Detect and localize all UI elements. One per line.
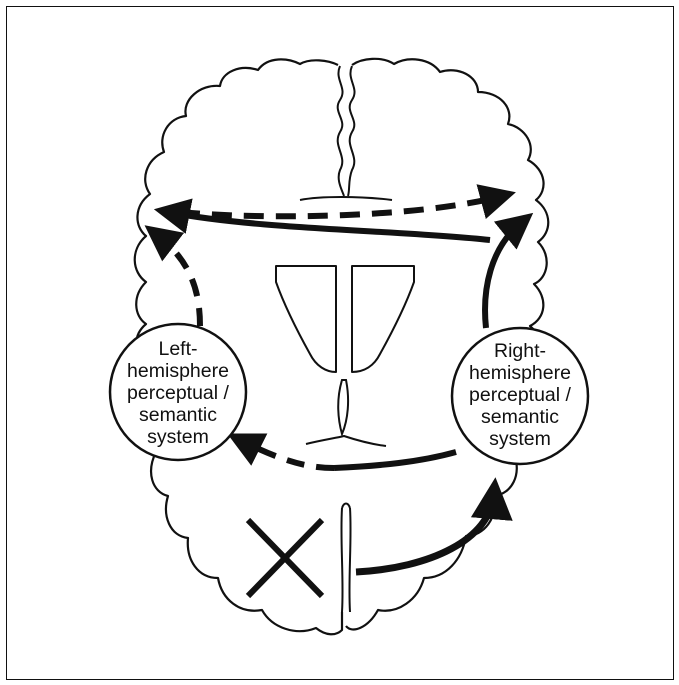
right-system-label-line-3: perceptual / bbox=[469, 384, 571, 406]
left-system-node: Left- hemisphere perceptual / semantic s… bbox=[110, 324, 246, 460]
longitudinal-fissure-bottom bbox=[341, 504, 350, 613]
left-vertical-dashed-arrow bbox=[156, 234, 200, 326]
bottom-solid-arrow bbox=[356, 494, 494, 572]
right-system-label-line-4: semantic bbox=[481, 406, 559, 428]
left-system-label-line-5: system bbox=[147, 426, 209, 448]
left-ventricle bbox=[276, 266, 336, 372]
left-system-label-line-1: Left- bbox=[158, 338, 197, 360]
posterior-commissure bbox=[306, 436, 386, 446]
left-system-label-line-4: semantic bbox=[139, 404, 217, 426]
right-system-label-line-1: Right- bbox=[494, 340, 546, 362]
middle-solid-segment bbox=[334, 452, 456, 468]
right-system-label-line-5: system bbox=[489, 428, 551, 450]
right-system-node: Right- hemisphere perceptual / semantic … bbox=[452, 328, 588, 464]
longitudinal-fissure-top bbox=[338, 66, 355, 196]
right-system-label-line-2: hemisphere bbox=[469, 362, 571, 384]
middle-dashed-arrow bbox=[240, 440, 334, 468]
left-system-label-line-2: hemisphere bbox=[127, 360, 229, 382]
top-dashed-arrow bbox=[180, 196, 502, 216]
left-system-label-line-3: perceptual / bbox=[127, 382, 229, 404]
right-vertical-solid-arrow bbox=[485, 222, 522, 328]
lesion-x-mark bbox=[248, 520, 322, 596]
right-ventricle bbox=[352, 266, 414, 372]
corpus-callosum-line bbox=[300, 197, 392, 200]
third-ventricle bbox=[338, 380, 348, 434]
